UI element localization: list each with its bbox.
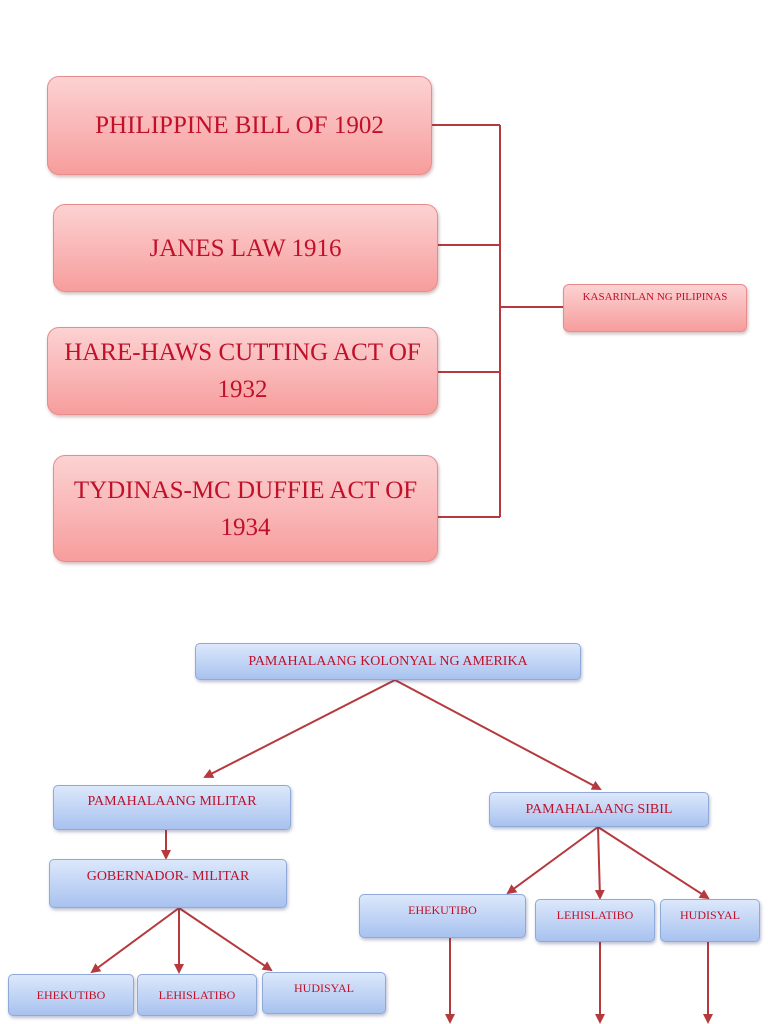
military-label: PAMAHALAANG MILITAR bbox=[87, 794, 257, 809]
military-branch-lehislatibo: LEHISLATIBO bbox=[137, 974, 257, 1016]
branch-label: LEHISLATIBO bbox=[556, 908, 634, 922]
governor-military-box: GOBERNADOR- MILITAR bbox=[49, 859, 287, 908]
act-label: PHILIPPINE BILL OF 1902 bbox=[95, 112, 384, 139]
target-label: KASARINLAN NG PILIPINAS bbox=[582, 291, 728, 303]
civil-branch-lehislatibo: LEHISLATIBO bbox=[535, 899, 655, 942]
act-box-tydinas-mcduffie: TYDINAS-MC DUFFIE ACT OF 1934 bbox=[53, 455, 438, 562]
military-branch-hudisyal: HUDISYAL bbox=[262, 972, 386, 1014]
act-box-janes-law: JANES LAW 1916 bbox=[53, 204, 438, 292]
military-box: PAMAHALAANG MILITAR bbox=[53, 785, 291, 830]
act-label: HARE-HAWS CUTTING ACT OF 1932 bbox=[64, 339, 421, 403]
root-label: PAMAHALAANG KOLONYAL NG AMERIKA bbox=[248, 653, 528, 669]
act-box-hare-haws: HARE-HAWS CUTTING ACT OF 1932 bbox=[47, 327, 438, 415]
governor-military-label: GOBERNADOR- MILITAR bbox=[86, 869, 250, 884]
civil-box: PAMAHALAANG SIBIL bbox=[489, 792, 709, 827]
target-box-kasarinlan: KASARINLAN NG PILIPINAS bbox=[563, 284, 747, 332]
branch-label: EHEKUTIBO bbox=[408, 903, 477, 917]
branch-label: HUDISYAL bbox=[680, 908, 740, 922]
act-box-philippine-bill: PHILIPPINE BILL OF 1902 bbox=[47, 76, 432, 175]
civil-label: PAMAHALAANG SIBIL bbox=[525, 801, 673, 817]
act-label: JANES LAW 1916 bbox=[149, 234, 342, 262]
branch-label: LEHISLATIBO bbox=[158, 987, 236, 1002]
civil-branch-ehekutibo: EHEKUTIBO bbox=[359, 894, 526, 938]
branch-label: HUDISYAL bbox=[294, 981, 354, 995]
military-branch-ehekutibo: EHEKUTIBO bbox=[8, 974, 134, 1016]
branch-label: EHEKUTIBO bbox=[36, 987, 106, 1002]
civil-branch-hudisyal: HUDISYAL bbox=[660, 899, 760, 942]
root-box-kolonyal: PAMAHALAANG KOLONYAL NG AMERIKA bbox=[195, 643, 581, 680]
act-label: TYDINAS-MC DUFFIE ACT OF 1934 bbox=[73, 476, 418, 541]
